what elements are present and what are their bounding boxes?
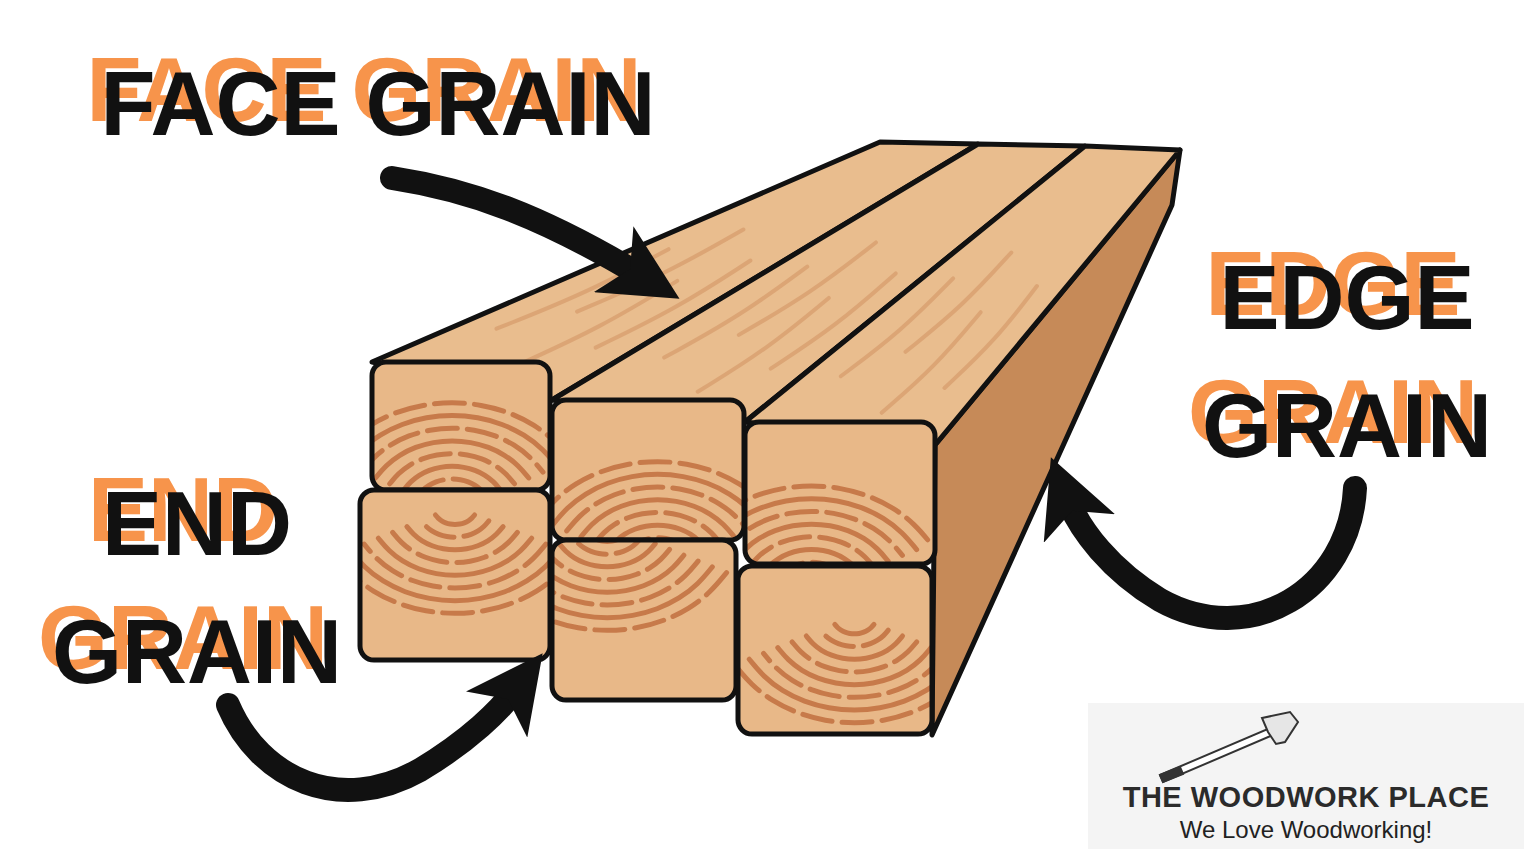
edge-grain-label: EDGE GRAIN — [1182, 234, 1512, 490]
growth-rings — [552, 540, 727, 630]
plank-outline — [360, 490, 550, 660]
brand-name: THE WOODWORK PLACE — [1090, 780, 1522, 814]
growth-rings — [372, 403, 550, 490]
end-grain-label: END GRAIN — [32, 460, 362, 716]
plank-end — [552, 400, 744, 540]
plank-end — [360, 490, 550, 660]
logo-panel — [1088, 703, 1524, 849]
growth-rings — [745, 486, 931, 564]
face-arrow — [392, 178, 640, 275]
plank-outline — [738, 566, 932, 734]
plank-end-faces — [333, 362, 974, 734]
grain-streaks — [496, 230, 1036, 413]
plank-top-face — [745, 146, 1180, 445]
face-grain-label: FACE GRAIN — [78, 40, 678, 168]
growth-rings — [738, 624, 932, 722]
plank-end — [552, 540, 736, 700]
growth-rings — [360, 515, 550, 613]
edge-arrow — [1068, 488, 1355, 618]
growth-rings — [552, 462, 744, 540]
pointer-arrows — [228, 178, 1355, 790]
plank-outline — [372, 362, 550, 490]
plank-outline — [745, 422, 935, 564]
plank-outline — [552, 540, 736, 700]
end-arrow — [228, 690, 515, 790]
hammer-icon — [1160, 712, 1298, 782]
plank-outline — [552, 400, 744, 540]
brand-slogan: We Love Woodworking! — [1090, 815, 1522, 845]
